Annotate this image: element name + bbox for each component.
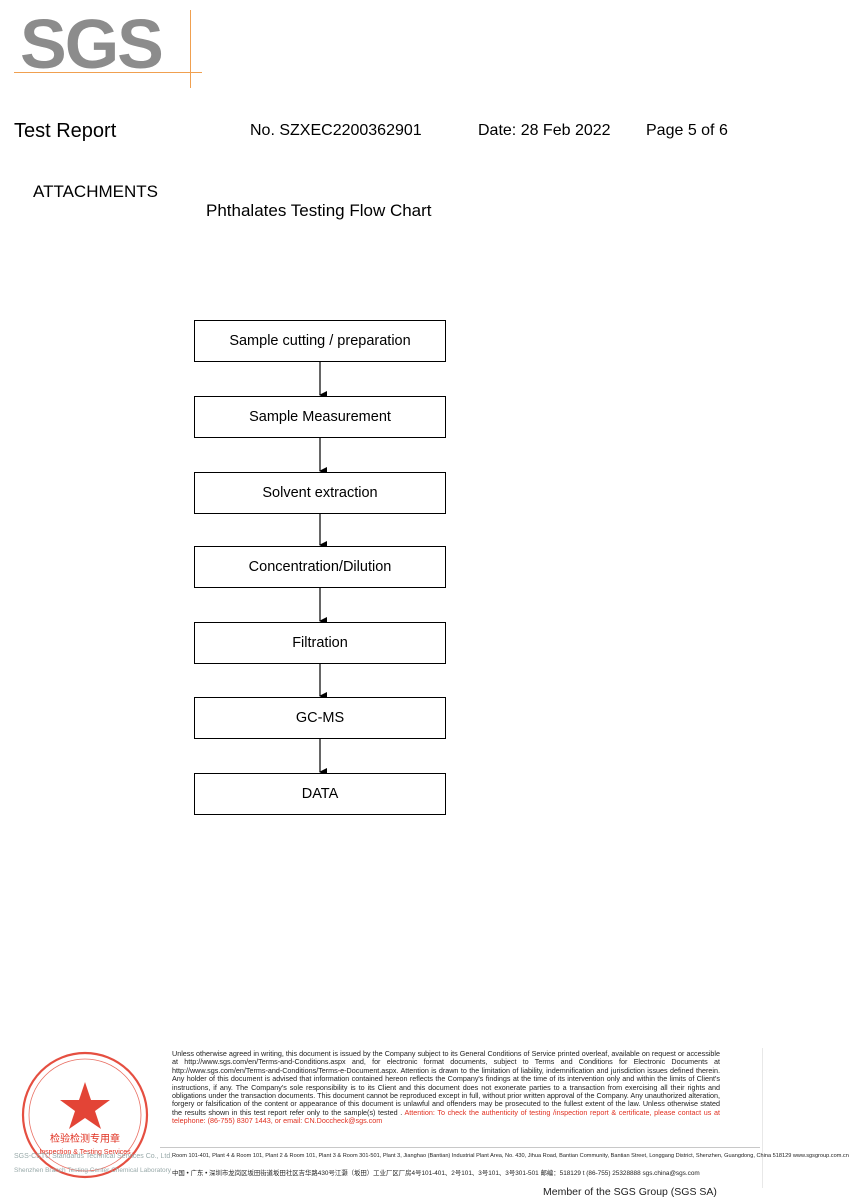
flow-chart-title: Phthalates Testing Flow Chart [206, 201, 432, 220]
seal-branch-label: Shenzhen Branch Testing Center Chemical … [14, 1167, 172, 1174]
seal-text-en: Inspection & Testing Services [39, 1149, 131, 1156]
address-english: Room 101-401, Plant 4 & Room 101, Plant … [172, 1153, 849, 1159]
flow-step-sample-cutting: Sample cutting / preparation [194, 320, 446, 362]
flow-step-gc-ms: GC-MS [194, 697, 446, 739]
flow-step-data: DATA [194, 773, 446, 815]
flow-arrows [319, 362, 327, 776]
report-date: Date: 28 Feb 2022 [478, 122, 611, 139]
logo-text: SGS [20, 5, 164, 83]
report-number: No. SZXEC2200362901 [250, 122, 422, 139]
address-chinese: 中国 • 广东 • 深圳市龙岗区坂田街道坂田社区吉华路430号江灏（坂田）工业厂… [172, 1170, 700, 1177]
seal-company-label: SGS-CSTC Standards Technical Services Co… [14, 1153, 173, 1160]
flow-step-concentration-dilution: Concentration/Dilution [194, 546, 446, 588]
report-title: Test Report [14, 120, 117, 142]
group-membership: Member of the SGS Group (SGS SA) [543, 1186, 717, 1198]
footer-divider [160, 1147, 760, 1148]
footer-divider-vertical [762, 1048, 763, 1188]
flow-step-sample-measurement: Sample Measurement [194, 396, 446, 438]
flow-chart: Sample cutting / preparation Sample Meas… [194, 320, 446, 815]
authenticity-notice: Attention: To check the authenticity of … [172, 1107, 720, 1126]
page-number: Page 5 of 6 [646, 122, 728, 139]
logo-rule-vertical [190, 10, 191, 88]
flow-step-filtration: Filtration [194, 622, 446, 664]
legal-disclaimer: Unless otherwise agreed in writing, this… [172, 1049, 720, 1126]
logo-rule-horizontal [14, 72, 202, 73]
sgs-logo: SGS [14, 8, 202, 88]
seal-text-cn: 检验检测专用章 [50, 1132, 120, 1145]
flow-step-solvent-extraction: Solvent extraction [194, 472, 446, 514]
disclaimer-text: Unless otherwise agreed in writing, this… [172, 1049, 720, 1117]
company-seal: 检验检测专用章 Inspection & Testing Services [21, 1051, 149, 1179]
section-heading: ATTACHMENTS [33, 182, 158, 201]
